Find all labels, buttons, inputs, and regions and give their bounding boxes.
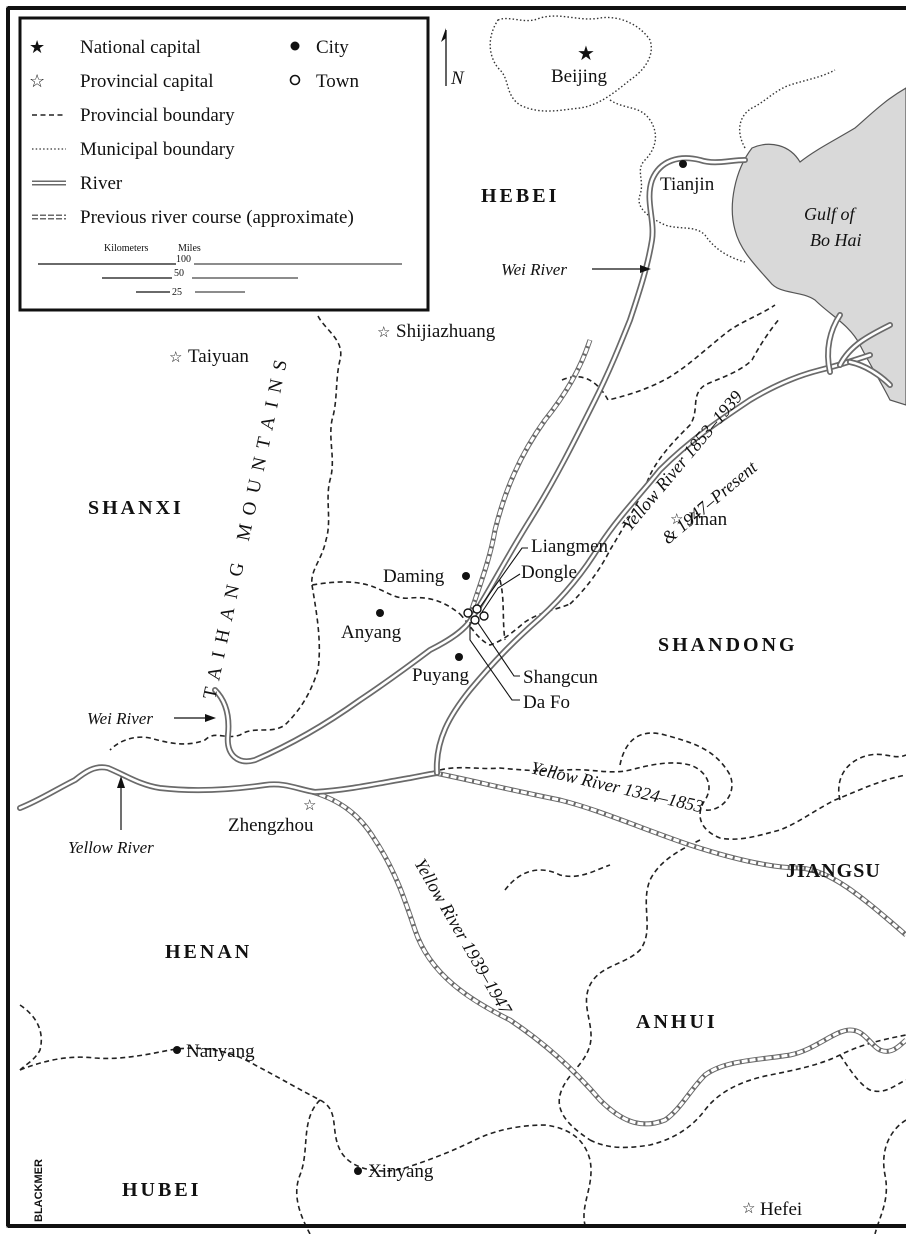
label-jinan: Jinan <box>687 509 728 530</box>
legend-national-capital: National capital <box>80 37 201 58</box>
taiyuan-star-icon: ☆ <box>169 350 182 366</box>
label-taiyuan: Taiyuan <box>188 346 249 367</box>
province-labels: HEBEI SHANXI SHANDONG HENAN JIANGSU ANHU… <box>88 185 881 1201</box>
provincial-capital-symbol-icon: ☆ <box>29 71 45 91</box>
scale-kilometers-label: Kilometers <box>104 243 149 254</box>
liangmen-town-icon <box>463 608 473 618</box>
north-arrow: N <box>441 28 465 89</box>
daming-city-icon <box>462 572 470 580</box>
zhengzhou-star-icon: ☆ <box>303 798 316 814</box>
town-symbol-icon <box>289 74 301 86</box>
shijiazhuang-star-icon: ☆ <box>377 325 390 341</box>
legend-municipal-boundary: Municipal boundary <box>80 139 235 160</box>
national-capital-symbol-icon: ★ <box>29 37 45 57</box>
legend-provincial-capital: Provincial capital <box>80 71 213 92</box>
scale-bar: Kilometers Miles 100 50 25 <box>38 243 402 298</box>
hefei-star-icon: ☆ <box>742 1201 755 1217</box>
wei-river-south-label: Wei River <box>87 709 153 728</box>
rivers <box>17 155 893 811</box>
scale-25-label: 25 <box>172 287 182 298</box>
yellow-river-arrow-icon <box>117 776 125 788</box>
nanyang-city-icon <box>173 1046 181 1054</box>
place-symbols: ★ ☆ ☆ ☆ ☆ ☆ <box>169 43 755 1217</box>
map-credit: BLACKMER <box>33 1159 45 1222</box>
shangcun-town-icon <box>479 611 489 621</box>
jinan-star-icon: ☆ <box>670 512 683 528</box>
label-zhengzhou: Zhengzhou <box>228 815 314 836</box>
wei-river-north-arrow-icon <box>640 265 651 273</box>
legend-river: River <box>80 173 123 194</box>
beijing-star-icon: ★ <box>577 43 595 65</box>
xinyang-city-icon <box>354 1167 362 1175</box>
legend-town: Town <box>316 71 360 92</box>
label-beijing: Beijing <box>551 66 607 87</box>
municipal-boundaries <box>489 15 836 263</box>
province-shanxi: SHANXI <box>88 497 184 519</box>
previous-river-courses <box>311 339 906 1127</box>
province-shandong: SHANDONG <box>658 634 798 656</box>
north-arrow-icon <box>441 28 446 42</box>
wei-river-south-arrow-icon <box>205 714 216 722</box>
label-liangmen: Liangmen <box>531 536 609 557</box>
gulf-label-line1: Gulf of <box>804 204 858 224</box>
provincial-boundaries <box>19 304 906 1234</box>
pointer-arrows <box>117 265 651 830</box>
province-hubei: HUBEI <box>122 1179 201 1201</box>
label-anyang: Anyang <box>341 622 402 643</box>
province-hebei: HEBEI <box>481 185 559 207</box>
city-symbol-icon <box>290 41 300 51</box>
label-da-fo: Da Fo <box>523 692 570 713</box>
da-fo-town-icon <box>470 615 480 625</box>
place-labels: Beijing Tianjin Shijiazhuang Taiyuan Jin… <box>186 66 802 1220</box>
anyang-city-icon <box>376 609 384 617</box>
scale-100-label: 100 <box>176 254 191 265</box>
legend-city: City <box>316 37 349 58</box>
province-anhui: ANHUI <box>636 1011 718 1033</box>
label-dongle: Dongle <box>521 562 577 583</box>
label-shijiazhuang: Shijiazhuang <box>396 321 496 342</box>
legend: ★ National capital City ☆ Provincial cap… <box>18 16 430 312</box>
province-jiangsu: JIANGSU <box>786 860 881 882</box>
label-shangcun: Shangcun <box>523 667 598 688</box>
label-tianjin: Tianjin <box>660 174 715 195</box>
legend-provincial-boundary: Provincial boundary <box>80 105 235 126</box>
legend-previous-river: Previous river course (approximate) <box>80 207 354 228</box>
dongle-town-icon <box>472 604 482 614</box>
north-label: N <box>450 68 465 89</box>
province-henan: HENAN <box>165 941 252 963</box>
label-nanyang: Nanyang <box>186 1041 255 1062</box>
tianjin-city-icon <box>679 160 687 168</box>
label-puyang: Puyang <box>412 665 470 686</box>
label-hefei: Hefei <box>760 1199 802 1220</box>
scale-50-label: 50 <box>174 268 184 279</box>
puyang-city-icon <box>455 653 463 661</box>
yellow-river-1324-label: Yellow River 1324–1853 <box>529 757 705 816</box>
yellow-river-label: Yellow River <box>68 838 154 857</box>
gulf-label-line2: Bo Hai <box>810 230 862 250</box>
label-xinyang: Xinyang <box>368 1161 434 1182</box>
label-daming: Daming <box>383 566 445 587</box>
wei-river-north-label: Wei River <box>501 260 567 279</box>
taihang-mountains-label: TAIHANG MOUNTAINS <box>199 349 293 701</box>
scale-miles-label: Miles <box>178 243 201 254</box>
